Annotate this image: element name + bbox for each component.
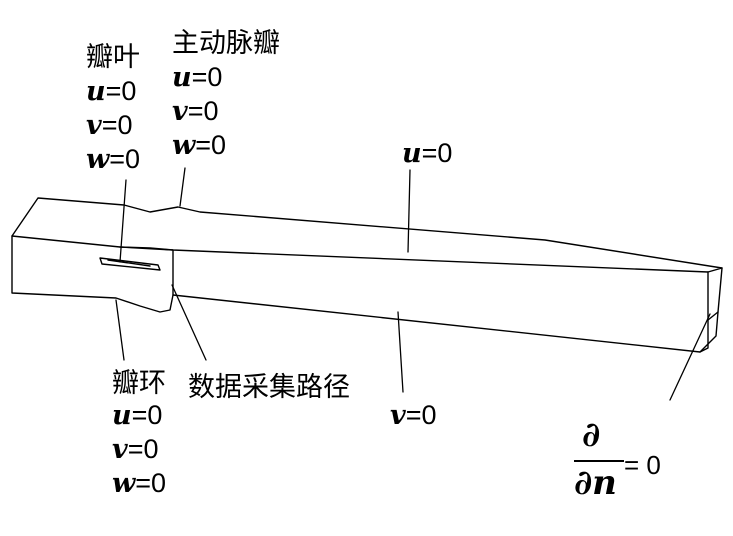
channel-front-edge (119, 246, 174, 296)
leader-aortic-valve (179, 167, 186, 207)
leader-data-path (171, 284, 207, 361)
channel-end-bottom (699, 311, 719, 353)
leaflet-w-rhs: =0 (109, 144, 141, 174)
leaflet-u-rhs: =0 (105, 76, 137, 106)
leaflet-slot (99, 257, 161, 271)
annulus-u-eq: u=0 (112, 400, 163, 431)
data-path-title: 数据采集路径 (188, 372, 350, 403)
aortic-w-rhs: =0 (195, 130, 227, 160)
outlet-rhs: = 0 (624, 450, 661, 480)
outlet-numerator: ∂ (582, 415, 601, 455)
aortic-v-var: v (172, 96, 188, 127)
top-wall-rhs: =0 (421, 138, 453, 168)
leaflet-u-var: u (86, 76, 106, 107)
leader-outlet (669, 313, 711, 401)
leader-side-wall (397, 311, 404, 393)
leaflet-title: 瓣叶 (86, 42, 140, 73)
annulus-w-eq: w=0 (112, 468, 167, 499)
aortic-valve-title: 主动脉瓣 (172, 28, 280, 59)
leaflet-w-eq: w=0 (86, 144, 141, 175)
annulus-u-rhs: =0 (131, 400, 163, 430)
aortic-u-var: u (172, 62, 192, 93)
aortic-w-var: w (172, 130, 196, 161)
aortic-u-rhs: =0 (191, 62, 223, 92)
leader-top-wall (407, 169, 411, 253)
aortic-v-rhs: =0 (187, 96, 219, 126)
annulus-v-rhs: =0 (127, 434, 159, 464)
annulus-title: 瓣环 (112, 368, 166, 399)
annulus-w-rhs: =0 (135, 468, 167, 498)
annulus-u-var: u (112, 400, 132, 431)
leaflet-u-eq: u=0 (86, 76, 137, 107)
side-wall-rhs: =0 (405, 400, 437, 430)
side-wall-var: v (390, 400, 406, 431)
annulus-v-var: v (112, 434, 128, 465)
annulus-v-eq: v=0 (112, 434, 159, 465)
aortic-v-eq: v=0 (172, 96, 219, 127)
leaflet-v-eq: v=0 (86, 110, 133, 141)
leaflet-slot-inner (107, 259, 151, 267)
leaflet-v-var: v (86, 110, 102, 141)
outlet-condition: ∂ ∂n = 0 (572, 418, 682, 508)
aortic-w-eq: w=0 (172, 130, 227, 161)
leaflet-w-var: w (86, 144, 110, 175)
aortic-u-eq: u=0 (172, 62, 223, 93)
leader-leaflet (119, 179, 127, 263)
leader-annulus (115, 299, 125, 361)
annulus-w-var: w (112, 468, 136, 499)
top-wall-eq: u=0 (402, 138, 453, 169)
channel-end-face (707, 267, 723, 321)
side-wall-eq: v=0 (390, 400, 437, 431)
outlet-fraction-bar (574, 460, 624, 462)
outlet-denominator: ∂n (574, 463, 617, 503)
leaflet-v-rhs: =0 (101, 110, 133, 140)
top-wall-var: u (402, 138, 422, 169)
channel-front-face (11, 235, 709, 353)
